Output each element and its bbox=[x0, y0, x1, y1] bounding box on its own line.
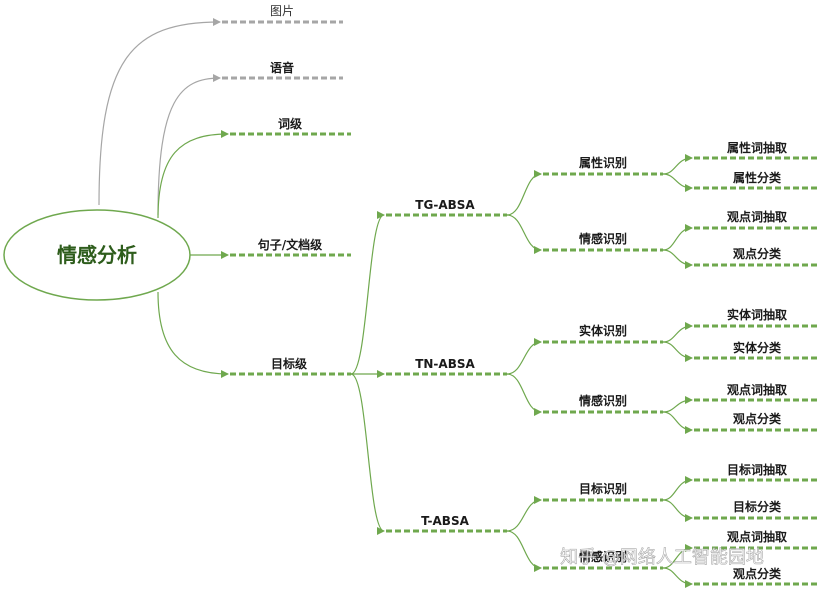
node-image[interactable]: 图片 bbox=[222, 4, 343, 24]
leaf-tg-attr-extract-label: 属性词抽取 bbox=[727, 140, 787, 155]
leaf-tn-entity-extract[interactable]: 实体词抽取 bbox=[694, 307, 818, 328]
node-t-absa-label: T-ABSA bbox=[421, 514, 469, 528]
node-t-sent-recog[interactable]: 情感识别 bbox=[543, 549, 663, 570]
edge-tg-attr-extract bbox=[662, 154, 693, 175]
edge-tn-entity-extract bbox=[662, 322, 693, 343]
node-tg-attr-recog[interactable]: 属性识别 bbox=[543, 155, 663, 176]
node-tn-entity-recog-label: 实体识别 bbox=[579, 323, 627, 338]
node-tn-sent-recog[interactable]: 情感识别 bbox=[543, 393, 663, 414]
node-word-label: 词级 bbox=[278, 116, 302, 131]
node-sentence-doc[interactable]: 句子/文档级 bbox=[230, 237, 351, 257]
leaf-t-target-class[interactable]: 目标分类 bbox=[694, 499, 818, 520]
node-t-target-recog[interactable]: 目标识别 bbox=[543, 481, 663, 502]
leaf-tg-opinion-class-label: 观点分类 bbox=[733, 246, 782, 261]
node-image-label: 图片 bbox=[270, 4, 294, 18]
edge-root-target bbox=[157, 291, 229, 378]
leaf-t-target-class-label: 目标分类 bbox=[733, 499, 782, 514]
edge-tn-entity bbox=[506, 338, 542, 375]
edge-t-opinion-class bbox=[662, 567, 693, 588]
edge-tg-sent bbox=[506, 214, 542, 254]
node-target-label: 目标级 bbox=[271, 356, 307, 371]
edge-t-target-extract bbox=[662, 476, 693, 501]
leaf-tg-attr-extract[interactable]: 属性词抽取 bbox=[694, 140, 818, 160]
node-tn-sent-recog-label: 情感识别 bbox=[579, 393, 627, 408]
leaf-t-opinion-class-label: 观点分类 bbox=[733, 566, 782, 581]
edge-t-target bbox=[506, 496, 542, 532]
edge-t-opinion-extract bbox=[662, 544, 693, 569]
edge-root-image bbox=[98, 18, 221, 206]
node-tg-absa[interactable]: TG-ABSA bbox=[386, 198, 507, 217]
leaf-tn-opinion-class[interactable]: 观点分类 bbox=[694, 411, 818, 432]
node-tg-sent-recog-label: 情感识别 bbox=[579, 231, 627, 246]
node-word[interactable]: 词级 bbox=[230, 116, 351, 136]
edge-tg-attr-class bbox=[662, 173, 693, 192]
node-tg-attr-recog-label: 属性识别 bbox=[579, 155, 627, 170]
node-t-target-recog-label: 目标识别 bbox=[579, 481, 627, 496]
leaf-tg-opinion-class[interactable]: 观点分类 bbox=[694, 246, 818, 267]
leaf-t-opinion-extract-label: 观点词抽取 bbox=[727, 529, 787, 544]
node-t-sent-recog-label: 情感识别 bbox=[579, 549, 627, 564]
edge-target-t bbox=[350, 373, 385, 535]
edge-tn-entity-class bbox=[662, 341, 693, 362]
node-tg-sent-recog[interactable]: 情感识别 bbox=[543, 231, 663, 252]
leaf-tg-opinion-extract-label: 观点词抽取 bbox=[727, 209, 787, 224]
leaf-tn-entity-class-label: 实体分类 bbox=[733, 340, 782, 355]
root-label: 情感分析 bbox=[57, 243, 137, 267]
edge-target-tg bbox=[350, 211, 385, 375]
edge-tn-opinion-class bbox=[662, 411, 693, 434]
edge-tn-opinion-extract bbox=[662, 396, 693, 413]
leaf-tg-opinion-extract[interactable]: 观点词抽取 bbox=[694, 209, 818, 230]
node-tg-absa-label: TG-ABSA bbox=[415, 198, 475, 212]
edge-root-speech bbox=[157, 74, 221, 216]
leaf-t-target-extract[interactable]: 目标词抽取 bbox=[694, 462, 818, 482]
node-sentence-doc-label: 句子/文档级 bbox=[258, 237, 322, 252]
edge-root-word bbox=[157, 130, 229, 219]
node-speech-label: 语音 bbox=[270, 60, 294, 75]
leaf-tn-opinion-class-label: 观点分类 bbox=[733, 411, 782, 426]
edge-t-target-class bbox=[662, 499, 693, 522]
watermark-text: 知乎 @网络人工智能园地 bbox=[560, 547, 764, 568]
leaf-tg-attr-class-label: 属性分类 bbox=[733, 170, 782, 185]
leaf-t-target-extract-label: 目标词抽取 bbox=[727, 462, 787, 477]
edge-tg-opinion-extract bbox=[662, 224, 693, 251]
root-node[interactable]: 情感分析 bbox=[3, 209, 191, 301]
node-tn-absa[interactable]: TN-ABSA bbox=[386, 357, 507, 376]
leaf-tg-attr-class[interactable]: 属性分类 bbox=[694, 170, 818, 190]
node-tn-absa-label: TN-ABSA bbox=[415, 357, 475, 371]
node-target[interactable]: 目标级 bbox=[230, 356, 351, 376]
leaf-tn-entity-class[interactable]: 实体分类 bbox=[694, 340, 818, 360]
leaf-t-opinion-class[interactable]: 观点分类 bbox=[694, 566, 818, 586]
node-tn-entity-recog[interactable]: 实体识别 bbox=[543, 323, 663, 344]
edge-tn-sent bbox=[506, 373, 542, 416]
edge-tg-opinion-class bbox=[662, 249, 693, 269]
leaf-tn-opinion-extract[interactable]: 观点词抽取 bbox=[694, 382, 818, 402]
leaf-t-opinion-extract[interactable]: 观点词抽取 bbox=[694, 529, 818, 550]
edge-t-sent bbox=[506, 530, 542, 572]
leaf-tn-opinion-extract-label: 观点词抽取 bbox=[727, 382, 787, 397]
leaf-tn-entity-extract-label: 实体词抽取 bbox=[727, 307, 787, 322]
node-t-absa[interactable]: T-ABSA bbox=[386, 514, 507, 533]
edge-tg-attr bbox=[506, 170, 542, 216]
node-speech[interactable]: 语音 bbox=[222, 60, 343, 80]
